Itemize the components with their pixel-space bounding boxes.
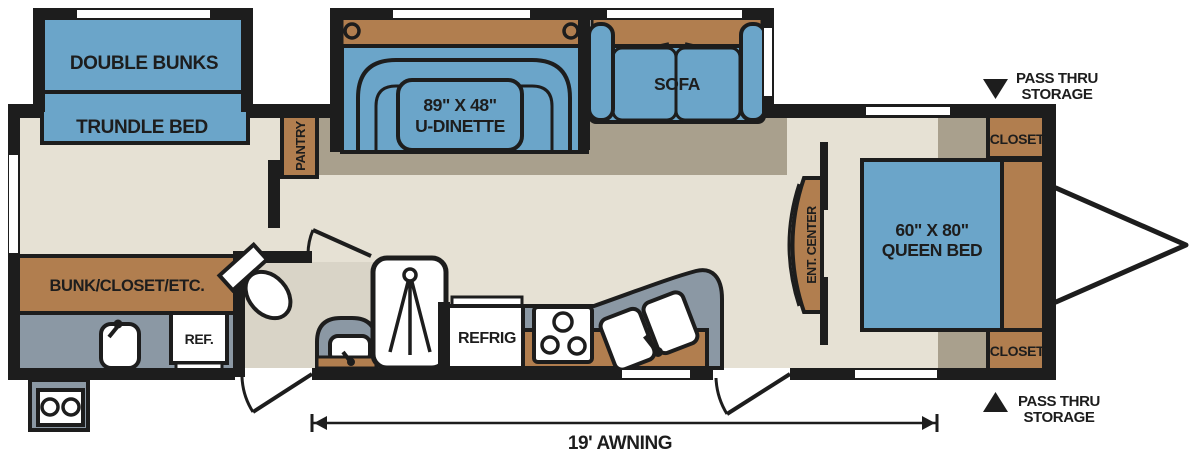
shower-spray-icon (388, 281, 432, 355)
window (9, 155, 18, 253)
refrig-label: REFRIG (458, 330, 516, 347)
closet-top-label: CLOSET (990, 131, 1045, 147)
window (764, 28, 772, 96)
wall-segment (33, 8, 45, 112)
window (866, 107, 950, 115)
wall-front (1044, 104, 1056, 380)
burner-icon (552, 311, 574, 333)
ent-center-area (787, 142, 828, 345)
kitchen (438, 268, 724, 372)
burner-icon (567, 336, 587, 356)
dinette-back-counter (340, 16, 589, 50)
window (855, 370, 937, 378)
pass-thru-bottom-label-1: PASS THRU (1018, 393, 1100, 410)
toilet (216, 241, 293, 321)
queen-size-label: 60" X 80" (895, 220, 968, 240)
entry-door-leaf (725, 372, 792, 416)
pantry-label: PANTRY (293, 120, 308, 170)
wall-segment (8, 368, 235, 380)
dinette-seat-back-line (356, 58, 572, 152)
bedroom (860, 114, 1046, 372)
rear-bunk-outside-kitchen (16, 254, 239, 432)
cup-holder-icon (562, 22, 580, 40)
faucet-base (347, 358, 355, 366)
dinette-table (396, 78, 524, 152)
closet-bottom-label: CLOSET (990, 343, 1045, 359)
kitchen-sink (598, 290, 700, 372)
main-walls (8, 104, 1056, 380)
arrow-right-icon (922, 416, 935, 430)
sofa-cushion (674, 46, 742, 122)
pass-thru-top-label-2: STORAGE (1021, 86, 1092, 103)
window (77, 10, 210, 18)
headboard (1000, 158, 1046, 332)
bathroom-door-swing (306, 229, 315, 255)
arrow-left-icon (314, 416, 327, 430)
closet-top (986, 114, 1046, 160)
queen-name-label: QUEEN BED (882, 240, 982, 260)
ent-center-cabinet (790, 176, 824, 314)
slide-walls (33, 8, 774, 152)
trundle-bed-label: TRUNDLE BED (76, 117, 208, 138)
pass-thru-top-label-1: PASS THRU (1016, 70, 1098, 87)
wall-segment (312, 368, 713, 380)
burner-icon (61, 397, 81, 417)
window (393, 10, 530, 18)
doors (240, 228, 792, 416)
dinette-name-label: U-DINETTE (415, 116, 505, 136)
awning-dimension (310, 414, 939, 432)
wall-segment (8, 104, 40, 118)
queen-bed (860, 158, 1004, 332)
bath-entry-door-leaf (251, 372, 314, 414)
trailer-hitch (1053, 185, 1189, 305)
ref-label: REF. (185, 331, 214, 347)
wall-segment (578, 8, 590, 150)
awning-label: 19' AWNING (568, 433, 672, 454)
faucet-base (653, 347, 663, 357)
labels: DOUBLE BUNKS TRUNDLE BED PANTRY 89" X 48… (50, 53, 1101, 454)
wall-stub-pantry (268, 160, 280, 228)
faucet-icon (643, 334, 658, 352)
dinette-slide (340, 16, 589, 154)
burner-icon (40, 397, 60, 417)
sofa-armrest-right (739, 22, 767, 122)
toilet-bowl (243, 269, 293, 321)
window (622, 370, 690, 378)
wall-segment (330, 8, 342, 152)
pass-thru-arrow-up-icon (983, 392, 1008, 412)
outside-kitchen-sink (99, 322, 141, 370)
shower-head-icon (402, 267, 418, 283)
bunk-closet-cabinet (16, 254, 239, 315)
burner-icon (540, 335, 560, 355)
wall-segment (241, 8, 253, 112)
faucet-handle (107, 324, 120, 339)
dinette-size-label: 89" X 48" (423, 95, 496, 115)
cup-holder-icon (343, 22, 361, 40)
outside-refrigerator (169, 311, 229, 365)
ent-center-front-line (787, 183, 801, 307)
sink-bowl (641, 290, 700, 356)
ent-center-label: ENT. CENTER (805, 206, 819, 284)
sofa-slide (587, 16, 767, 124)
sofa-armrest-left (587, 22, 615, 122)
pass-thru-bottom-label-2: STORAGE (1023, 409, 1094, 426)
awning-end-ticks (310, 414, 939, 432)
sofa-label: SOFA (654, 74, 701, 94)
entry-door-swing (714, 377, 729, 415)
window (607, 10, 742, 18)
bedroom-floor-strip-bottom (938, 330, 990, 368)
bunk-closet-label: BUNK/CLOSET/ETC. (50, 277, 205, 295)
bathroom-door-leaf (312, 228, 372, 258)
bath-entry-door-swing (240, 376, 255, 413)
wall-segment (248, 104, 336, 118)
sink-bowl (598, 306, 657, 372)
pass-thru-arrow-down-icon (983, 79, 1008, 99)
bedroom-floor-strip-top (938, 118, 990, 160)
double-bunks-label: DOUBLE BUNKS (70, 53, 218, 74)
